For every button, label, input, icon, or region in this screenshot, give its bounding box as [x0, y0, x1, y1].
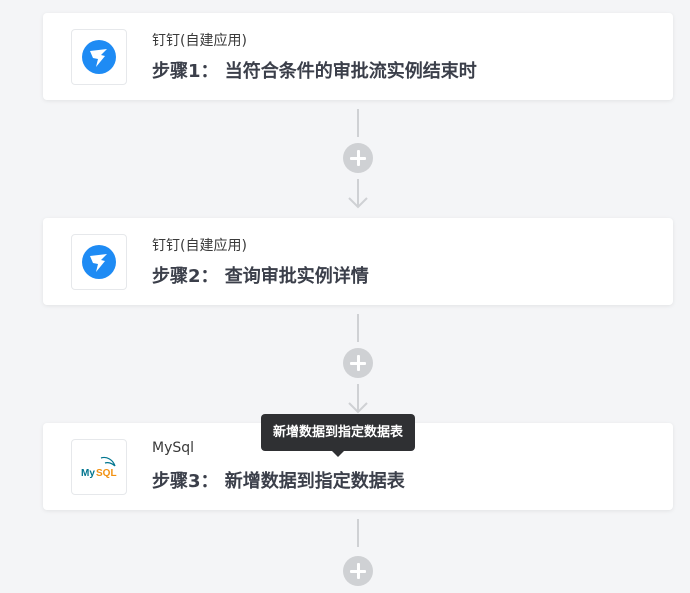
mysql-icon: My SQL [81, 456, 117, 479]
arrow-down-icon [348, 179, 368, 209]
connector-line [357, 519, 359, 547]
step-title: 步骤2： 查询审批实例详情 [152, 266, 369, 287]
app-name: 钉钉(自建应用) [152, 33, 247, 49]
step-title: 步骤3： 新增数据到指定数据表 [152, 471, 405, 492]
dingtalk-icon [82, 245, 116, 279]
connector-2 [343, 314, 373, 416]
app-icon-box: My SQL [71, 439, 127, 495]
connector-line [357, 314, 359, 342]
tooltip: 新增数据到指定数据表 [261, 414, 416, 451]
arrow-down-icon [348, 384, 368, 414]
connector-line [357, 109, 359, 137]
tooltip-arrow [332, 451, 344, 457]
app-icon-box [71, 29, 127, 85]
step-card-1[interactable]: 钉钉(自建应用) 步骤1： 当符合条件的审批流实例结束时 [43, 13, 673, 100]
step-card-2[interactable]: 钉钉(自建应用) 步骤2： 查询审批实例详情 [43, 218, 673, 305]
connector-1 [343, 109, 373, 211]
connector-3 [343, 519, 373, 593]
svg-text:My: My [81, 468, 95, 479]
app-name: MySql [152, 440, 195, 456]
dingtalk-icon [82, 40, 116, 74]
app-icon-box [71, 234, 127, 290]
mysql-wordmark-sql: SQL [96, 468, 117, 479]
app-name: 钉钉(自建应用) [152, 238, 247, 254]
add-step-button[interactable] [343, 556, 373, 586]
add-step-button[interactable] [343, 348, 373, 378]
step-title: 步骤1： 当符合条件的审批流实例结束时 [152, 61, 477, 82]
add-step-button[interactable] [343, 143, 373, 173]
